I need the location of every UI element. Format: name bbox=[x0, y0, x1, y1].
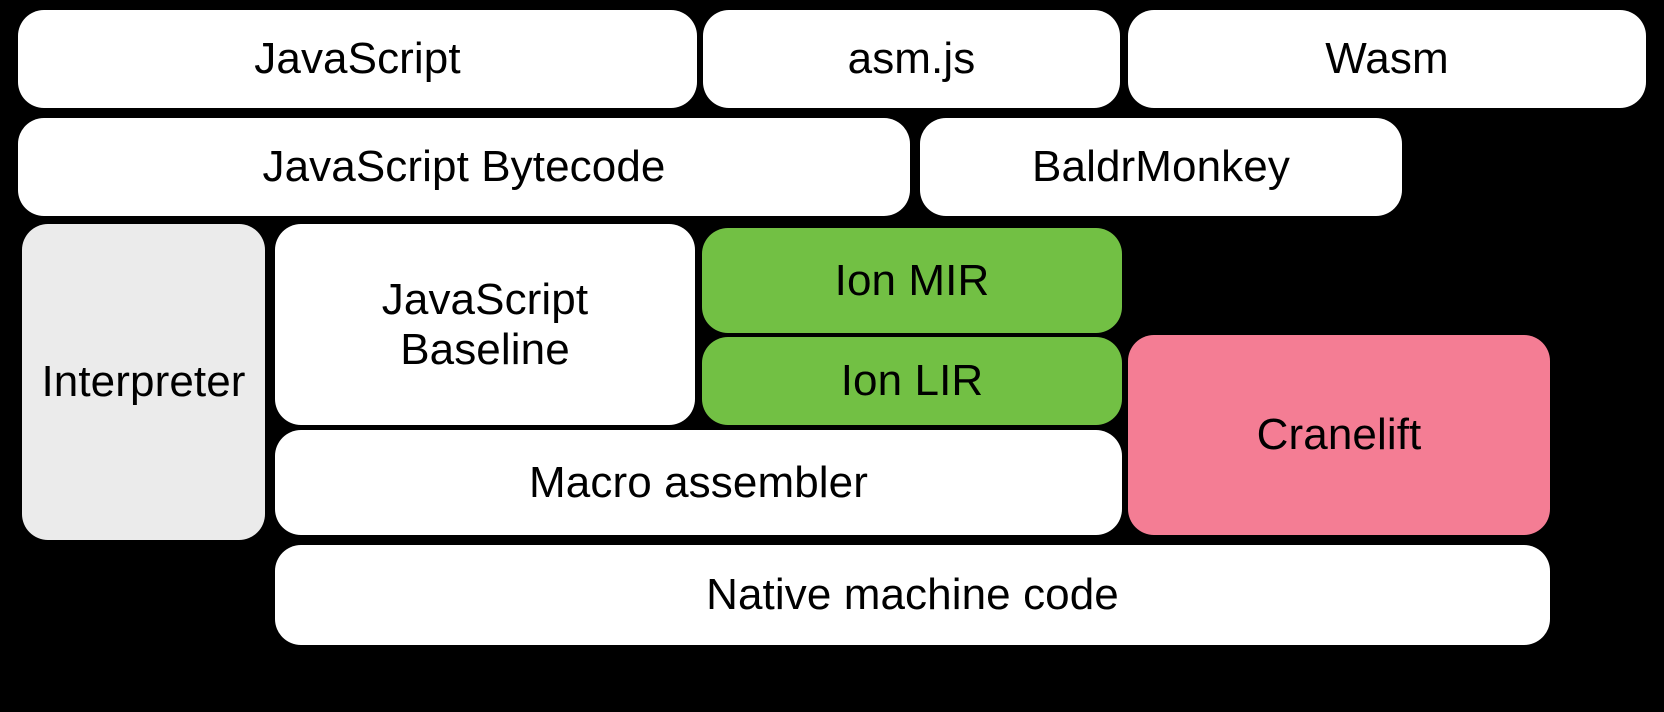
node-javascript-baseline[interactable]: JavaScript Baseline bbox=[275, 224, 695, 425]
node-native-machine-code[interactable]: Native machine code bbox=[275, 545, 1550, 645]
node-asm-js[interactable]: asm.js bbox=[703, 10, 1120, 108]
node-javascript-bytecode[interactable]: JavaScript Bytecode bbox=[18, 118, 910, 216]
node-cranelift[interactable]: Cranelift bbox=[1128, 335, 1550, 535]
node-wasm[interactable]: Wasm bbox=[1128, 10, 1646, 108]
node-ion-mir[interactable]: Ion MIR bbox=[702, 228, 1122, 333]
node-interpreter[interactable]: Interpreter bbox=[22, 224, 265, 540]
node-baldrmonkey[interactable]: BaldrMonkey bbox=[920, 118, 1402, 216]
node-javascript[interactable]: JavaScript bbox=[18, 10, 697, 108]
node-ion-lir[interactable]: Ion LIR bbox=[702, 337, 1122, 425]
node-macro-assembler[interactable]: Macro assembler bbox=[275, 430, 1122, 535]
